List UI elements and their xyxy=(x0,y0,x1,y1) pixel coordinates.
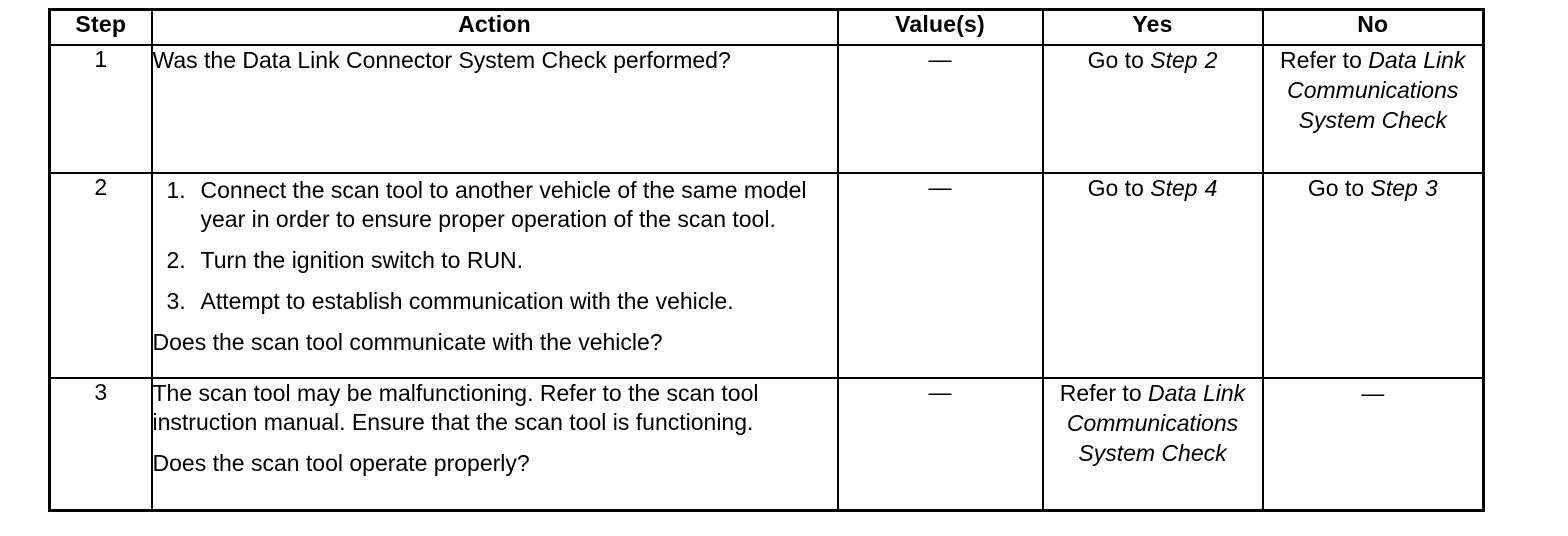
header-row: Step Action Value(s) Yes No xyxy=(48,8,1485,46)
column-header-yes: Yes xyxy=(1041,8,1264,46)
value-cell: — xyxy=(836,44,1044,174)
action-step-item: Attempt to establish communication with … xyxy=(167,287,734,316)
action-cell: The scan tool may be malfunctioning. Ref… xyxy=(150,377,839,512)
yes-step-label: Step xyxy=(1150,47,1198,73)
no-document-reference: Data Link Communications System Check xyxy=(1287,47,1466,133)
action-paragraph: The scan tool may be malfunctioning. Ref… xyxy=(152,380,759,435)
em-dash: — xyxy=(928,174,952,200)
table-row: 3 The scan tool may be malfunctioning. R… xyxy=(48,377,1485,512)
column-header-step: Step xyxy=(48,8,153,46)
column-header-values: Value(s) xyxy=(836,8,1044,46)
table-row: 2 Connect the scan tool to another vehic… xyxy=(48,172,1485,379)
no-cell: — xyxy=(1261,377,1485,512)
action-cell: Was the Data Link Connector System Check… xyxy=(150,44,839,174)
column-header-action: Action xyxy=(150,8,839,46)
action-cell: Connect the scan tool to another vehicle… xyxy=(150,172,839,379)
em-dash: — xyxy=(928,379,952,405)
column-header-no: No xyxy=(1261,8,1485,46)
yes-prefix: Go to xyxy=(1087,47,1151,73)
table-body: 1 Was the Data Link Connector System Che… xyxy=(48,44,1485,512)
table-row: 1 Was the Data Link Connector System Che… xyxy=(48,44,1485,174)
action-question: Does the scan tool operate properly? xyxy=(152,449,530,476)
yes-prefix: Refer to xyxy=(1059,380,1149,406)
no-step-number: 3 xyxy=(1424,175,1438,201)
value-cell: — xyxy=(836,172,1044,379)
yes-step-label: Step xyxy=(1150,175,1198,201)
yes-cell: Refer to Data Link Communications System… xyxy=(1041,377,1264,512)
no-step-label: Step xyxy=(1370,175,1418,201)
yes-step-number: 4 xyxy=(1204,175,1218,201)
no-prefix: Refer to xyxy=(1280,47,1369,73)
action-question: Does the scan tool communicate with the … xyxy=(152,328,663,355)
step-number-cell: 3 xyxy=(48,377,153,512)
table-header: Step Action Value(s) Yes No xyxy=(48,8,1485,46)
no-cell: Refer to Data Link Communications System… xyxy=(1261,44,1485,174)
action-question: Was the Data Link Connector System Check… xyxy=(152,47,731,73)
yes-document-reference: Data Link Communications System Check xyxy=(1066,380,1246,466)
action-step-item: Turn the ignition switch to RUN. xyxy=(167,246,524,275)
step-number-cell: 2 xyxy=(48,172,153,379)
em-dash: — xyxy=(1361,380,1385,406)
yes-step-number: 2 xyxy=(1204,47,1218,73)
em-dash: — xyxy=(928,46,952,72)
yes-prefix: Go to xyxy=(1087,175,1151,201)
step-number-cell: 1 xyxy=(48,44,153,174)
no-prefix: Go to xyxy=(1307,175,1371,201)
action-step-list: Connect the scan tool to another vehicle… xyxy=(153,176,837,316)
value-cell: — xyxy=(836,377,1044,512)
diagnostic-table: Step Action Value(s) Yes No 1 Was the Da… xyxy=(48,8,1485,512)
action-step-item: Connect the scan tool to another vehicle… xyxy=(167,176,807,232)
